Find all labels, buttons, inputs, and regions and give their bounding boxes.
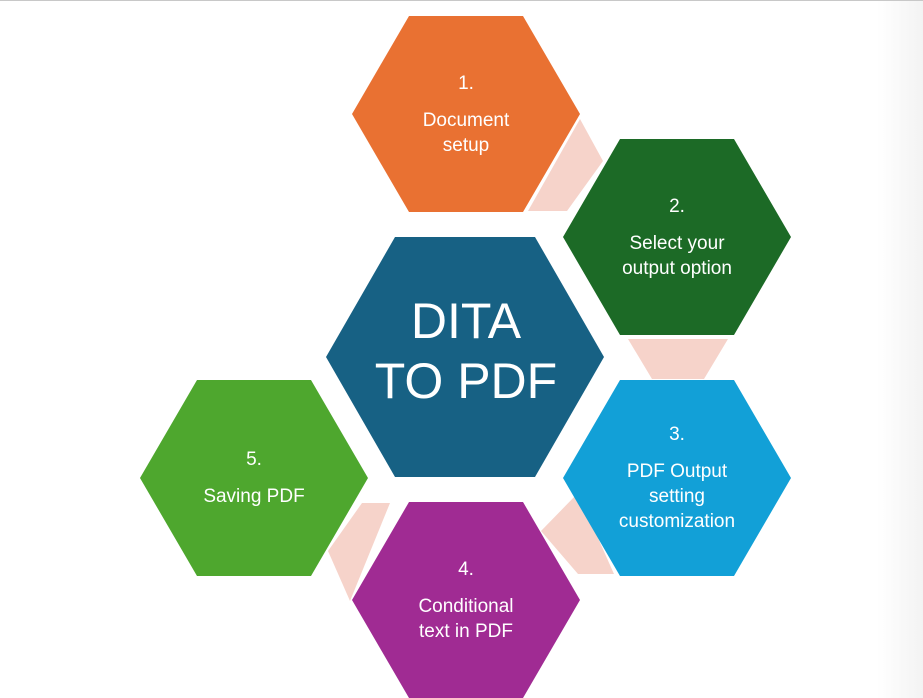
step-4-label: Conditional text in PDF [418, 595, 514, 642]
step-3-text: 3. PDF Output setting customization [563, 380, 791, 576]
center-title: DITA TO PDF [374, 293, 558, 409]
step-2-text: 2. Select your output option [563, 139, 791, 335]
step-2-number: 2. [669, 195, 685, 217]
step-5-text: 5. Saving PDF [140, 380, 368, 576]
step-1-hexagon [352, 16, 580, 212]
connector-2-3 [628, 339, 728, 379]
step-2-hexagon [563, 139, 791, 335]
step-1-label: Document setup [422, 109, 510, 156]
step-5-hexagon [140, 380, 368, 576]
step-2-label: Select your output option [622, 232, 732, 279]
step-1-text: 1. Document setup [352, 16, 580, 212]
step-4-hexagon [352, 502, 580, 698]
step-3-number: 3. [669, 424, 685, 445]
step-3-hexagon [563, 380, 791, 576]
connector-3-4 [541, 493, 614, 574]
center-hexagon [326, 237, 604, 477]
step-5-label: Saving PDF [203, 486, 305, 507]
connector-1-2 [528, 119, 603, 211]
step-1-number: 1. [458, 72, 474, 94]
connector-5-4 [328, 503, 390, 601]
step-5-number: 5. [246, 449, 262, 470]
step-4-text: 4. Conditional text in PDF [352, 502, 580, 698]
step-3-label: PDF Output setting customization [618, 461, 736, 532]
step-4-number: 4. [458, 558, 474, 580]
